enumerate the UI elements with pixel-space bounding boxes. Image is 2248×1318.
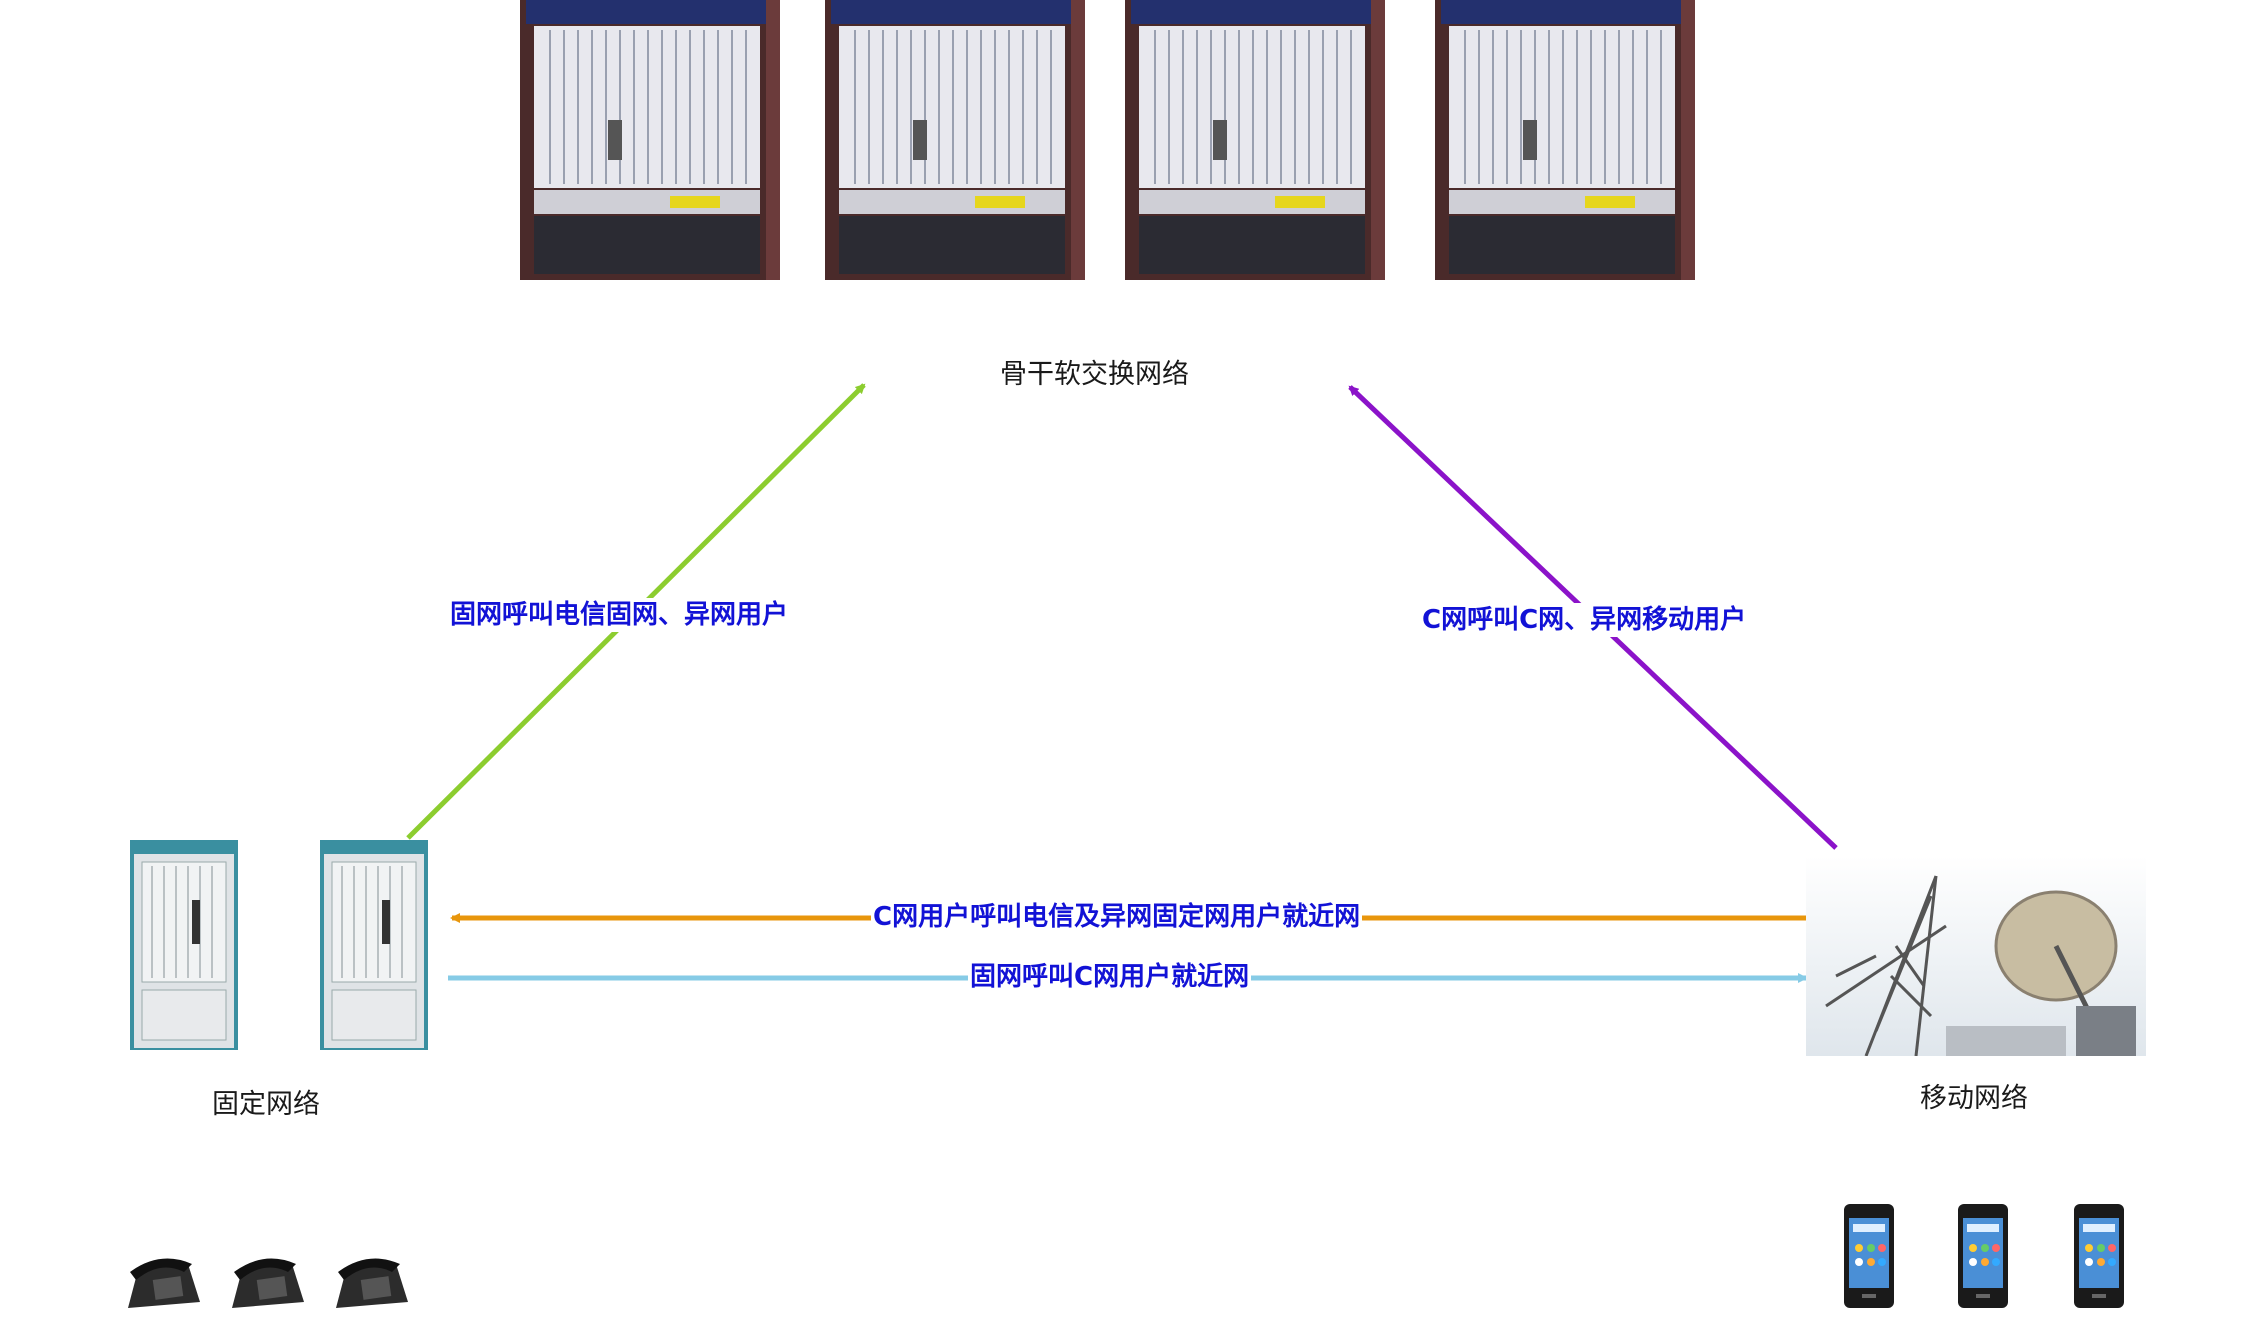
desk-phone-icon [128,1258,200,1308]
mobile-network-label: 移动网络 [1920,1083,2028,1114]
fixed-network-node [124,838,434,1052]
fixed-terminals [120,1248,420,1314]
fixed-network-label: 固定网络 [212,1089,320,1120]
desk-phone-icon [232,1258,304,1308]
flow-label-fixed-to-backbone: 固网呼叫电信固网、异网用户 [448,598,791,632]
satellite-dish-icon [1994,890,2136,1056]
antenna-tower-icon [1825,875,1947,1057]
softswitch-rack-icon [519,0,781,281]
smartphone-icon [1844,1204,1894,1308]
flow-label-mobile-to-fixed: C网用户呼叫电信及异网固定网用户就近网 [871,900,1363,934]
softswitch-rack-icon [1124,0,1386,281]
smartphone-icon [1958,1204,2008,1308]
flow-label-fixed-to-mobile: 固网呼叫C网用户就近网 [968,960,1252,994]
backbone-label: 骨干软交换网络 [1000,359,1189,390]
flow-label-mobile-to-backbone: C网呼叫C网、异网移动用户 [1420,603,1749,637]
switch-cabinet-icon [130,838,238,1052]
backbone-node [500,0,1700,290]
mobile-terminals [1840,1196,2140,1314]
desk-phone-icon [336,1258,408,1308]
softswitch-rack-icon [824,0,1086,281]
mobile-network-node [1806,856,2146,1057]
smartphone-icon [2074,1204,2124,1308]
softswitch-rack-icon [1434,0,1696,281]
switch-cabinet-icon [320,838,428,1052]
